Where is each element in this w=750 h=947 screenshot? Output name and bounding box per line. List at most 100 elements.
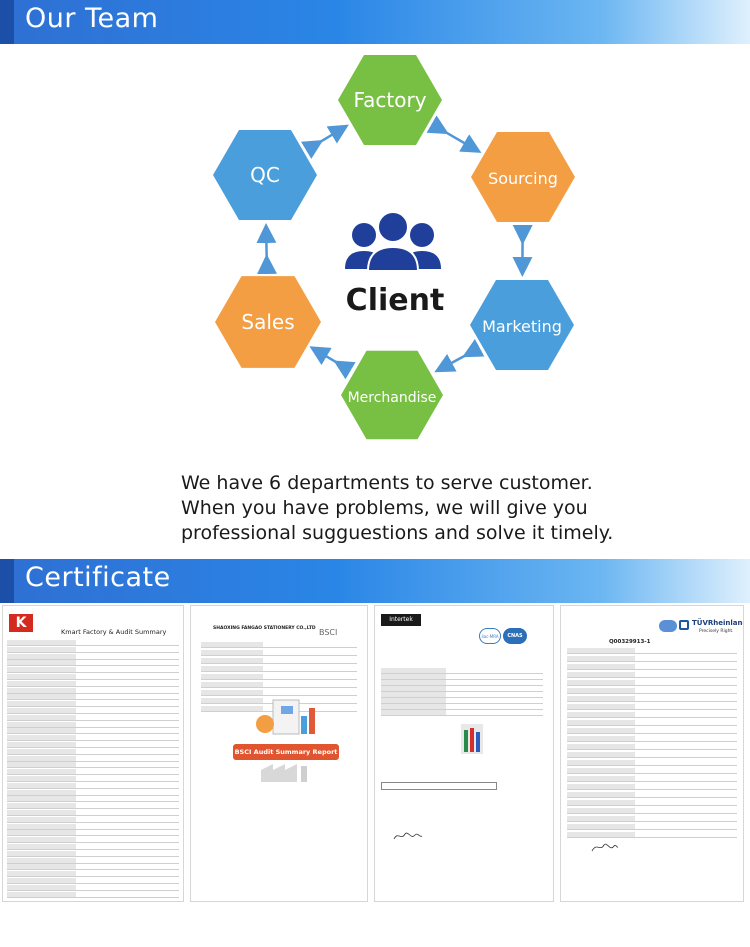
table-cell <box>567 832 635 837</box>
table-cell <box>7 708 76 713</box>
table-cell <box>7 850 76 856</box>
hexagon-merchandise <box>341 350 443 440</box>
table-cell <box>7 823 76 829</box>
table-row <box>7 891 179 898</box>
hexagon-sourcing <box>471 132 575 222</box>
tuv-triangle-icon <box>679 620 689 630</box>
table-row <box>7 687 179 694</box>
table-cell <box>381 680 446 685</box>
product-photo <box>461 724 483 754</box>
node-merchandise: Merchandise <box>341 350 443 440</box>
table-row <box>567 712 737 718</box>
table-cell <box>7 884 76 890</box>
table-cell <box>7 871 76 877</box>
table-cell <box>567 784 635 789</box>
table-row <box>567 720 737 726</box>
node-label-qc: QC <box>250 163 280 187</box>
table-row <box>567 768 737 774</box>
table-cell <box>7 674 76 679</box>
table-cell <box>201 682 264 687</box>
node-sales: Sales <box>215 276 321 368</box>
table-row <box>567 688 737 694</box>
table-row <box>381 674 543 680</box>
table-row <box>381 692 543 698</box>
table-cell <box>7 653 76 659</box>
table-cell <box>567 712 635 717</box>
table-row <box>7 748 179 755</box>
connector-arrow <box>426 115 482 153</box>
tuv-certificate: TÜVRheinland Precisely Right. Q00329913-… <box>560 605 744 902</box>
table-row <box>7 762 179 769</box>
table-cell <box>7 640 76 645</box>
signature-icon <box>591 843 619 852</box>
table-cell <box>7 755 76 761</box>
hexagon-factory <box>338 55 442 145</box>
kmart-logo: K <box>9 614 33 632</box>
table-row <box>7 796 179 803</box>
description-line-1: We have 6 departments to serve customer. <box>181 472 593 494</box>
table-row <box>7 708 179 714</box>
table-row <box>201 666 357 672</box>
connector-arrow <box>434 338 485 373</box>
hexagon-sales <box>215 276 321 368</box>
table-row <box>567 664 737 670</box>
banner-stripe <box>0 0 14 44</box>
table-cell <box>567 744 635 749</box>
factory-icon <box>261 764 307 782</box>
table-cell <box>567 808 635 813</box>
table-row <box>567 792 737 798</box>
table-row <box>201 650 357 656</box>
client-label: Client <box>346 283 445 318</box>
table-cell <box>201 698 264 703</box>
table-cell <box>567 752 635 757</box>
table-cell <box>567 816 635 821</box>
table-row <box>567 728 737 734</box>
our-team-banner: Our Team <box>0 0 750 44</box>
description-line-3: professional sugguestions and solve it t… <box>181 522 614 544</box>
table-row <box>7 823 179 830</box>
table-row <box>201 690 357 696</box>
table-cell <box>7 864 76 870</box>
table-cell <box>201 690 264 695</box>
table-row <box>567 696 737 702</box>
table-cell <box>7 748 76 754</box>
table-cell <box>567 728 635 733</box>
table-row <box>567 800 737 806</box>
table-row <box>7 837 179 844</box>
table-row <box>567 736 737 742</box>
table-cell <box>201 674 264 679</box>
node-label-factory: Factory <box>353 88 426 112</box>
table-cell <box>381 710 446 715</box>
table-cell <box>201 666 264 671</box>
bsci-certificate: SHAOXING FANGAO STATIONERY CO.,LTD BSCI … <box>190 605 368 902</box>
intertek-logo: Intertek <box>381 614 421 626</box>
departments-description: We have 6 departments to serve customer.… <box>181 471 741 546</box>
table-cell <box>567 800 635 805</box>
kmart-certificate: K Kmart Factory & Audit Summary <box>2 605 184 902</box>
table-row <box>201 642 357 648</box>
table-row <box>567 776 737 782</box>
table-row <box>7 857 179 864</box>
table-cell <box>7 680 76 686</box>
table-cell <box>381 686 446 691</box>
tuv-report-no: Q00329913-1 <box>609 639 651 645</box>
tests-box <box>381 782 497 790</box>
cnas-badge: CNAS <box>503 628 527 644</box>
table-cell <box>7 776 76 781</box>
table-row <box>7 660 179 667</box>
table-cell <box>567 672 635 677</box>
table-row <box>567 680 737 686</box>
table-row <box>381 710 543 716</box>
table-row <box>381 704 543 710</box>
table-cell <box>7 687 76 693</box>
diagram-nodes: FactorySourcingMarketingMerchandiseSales… <box>213 55 575 440</box>
table-row <box>567 760 737 766</box>
audit-illustration-icon <box>256 699 315 735</box>
table-cell <box>7 728 76 734</box>
table-cell <box>7 721 76 727</box>
hexagon-qc <box>213 130 317 220</box>
tuv-tagline: Precisely Right. <box>699 629 734 634</box>
table-row <box>7 735 179 742</box>
table-row <box>567 808 737 814</box>
table-row <box>7 816 179 823</box>
